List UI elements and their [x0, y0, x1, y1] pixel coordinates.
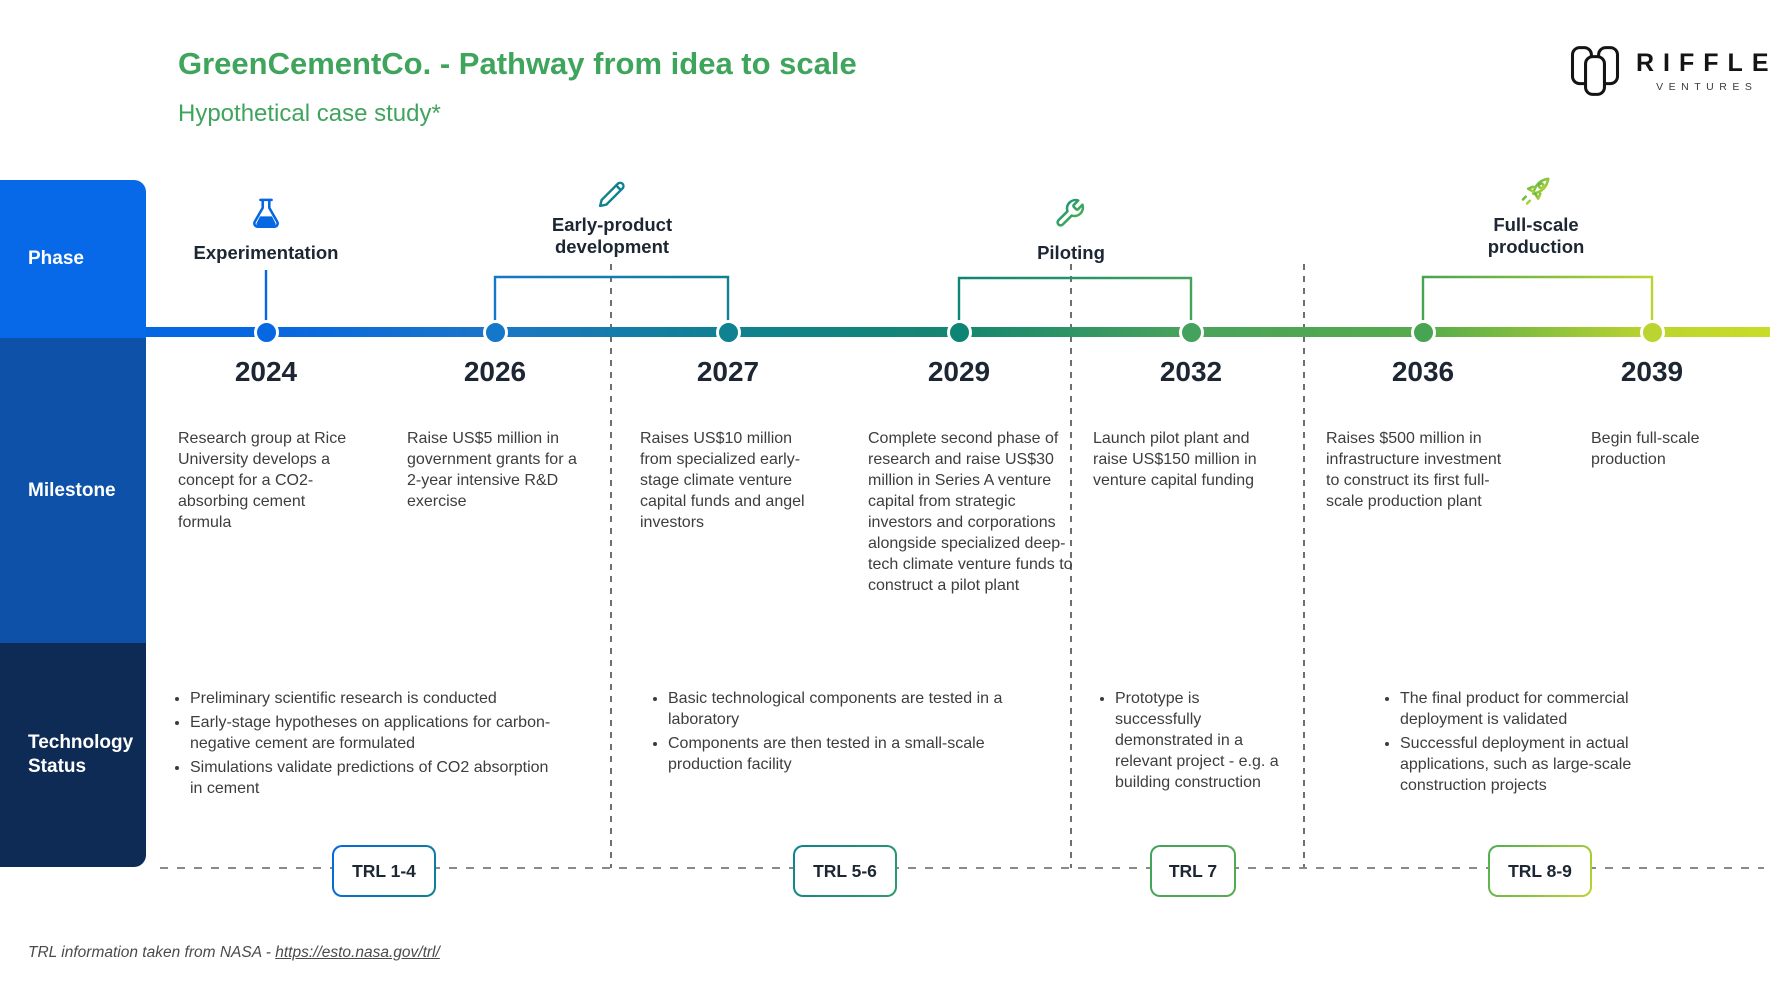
tech-status-column-early-product: Basic technological components are teste… [648, 688, 1033, 778]
year-label: 2039 [1620, 356, 1684, 387]
page-title: GreenCementCo. - Pathway from idea to sc… [178, 46, 857, 81]
year-label: 2024 [234, 356, 298, 387]
trl-dashed-baseline [160, 867, 1764, 869]
tech-status-column-piloting: Prototype is successfully demonstrated i… [1095, 688, 1280, 796]
sidebar-phase-label: Phase [28, 248, 84, 270]
tech-status-bullet: Simulations validate predictions of CO2 … [190, 757, 555, 799]
section-divider-dashed-line [1303, 264, 1305, 868]
tech-status-bullet: Early-stage hypotheses on applications f… [190, 712, 555, 754]
page-subtitle: Hypothetical case study* [178, 100, 441, 127]
riffle-ventures-logo: RIFFLE VENTURES [1568, 42, 1770, 100]
sidebar-row-phase: Phase [0, 180, 146, 338]
timeline-dot-2024 [254, 320, 279, 345]
milestone-text-2029: Complete second phase of research and ra… [868, 430, 1073, 594]
milestone-text-2039: Begin full-scale production [1591, 430, 1700, 468]
phase-label-experimentation: Experimentation [193, 242, 339, 263]
footnote-text: TRL information taken from NASA - [28, 944, 276, 961]
rocket-icon [1519, 172, 1555, 208]
footnote: TRL information taken from NASA - https:… [28, 944, 440, 962]
phase-connector-lines [264, 270, 1654, 325]
section-divider-dashed-line [1070, 264, 1072, 868]
trl-badge-8-9: TRL 8-9 [1488, 845, 1592, 897]
year-label: 2026 [463, 356, 527, 387]
timeline-dot-2032 [1179, 320, 1204, 345]
wrench-icon [1053, 196, 1087, 230]
milestone-text-2036: Raises $500 million in infrastructure in… [1326, 430, 1502, 510]
milestone-text-2024: Research group at Rice University develo… [178, 430, 347, 531]
year-label: 2032 [1159, 356, 1223, 387]
pencil-icon [595, 177, 629, 211]
phase-label-early-product-development: Early-product development [551, 214, 673, 257]
sidebar-tech-label: Technology Status [28, 732, 134, 777]
trl-badge-1-4: TRL 1-4 [332, 845, 436, 897]
tech-status-column-experimentation: Preliminary scientific research is condu… [170, 688, 555, 802]
flask-icon [248, 196, 284, 232]
tech-status-column-full-scale: The final product for commercial deploym… [1380, 688, 1670, 799]
year-label: 2036 [1391, 356, 1455, 387]
timeline-dot-2039 [1640, 320, 1665, 345]
milestone-text-2026: Raise US$5 million in government grants … [407, 430, 577, 510]
tech-status-bullet: Prototype is successfully demonstrated i… [1115, 688, 1280, 793]
tech-status-bullet: Preliminary scientific research is condu… [190, 688, 555, 709]
trl-badge-5-6: TRL 5-6 [793, 845, 897, 897]
tech-status-bullet: Components are then tested in a small-sc… [668, 733, 1033, 775]
phase-label-piloting: Piloting [1037, 242, 1105, 263]
milestone-text-2032: Launch pilot plant and raise US$150 mill… [1093, 430, 1257, 489]
logo-sub-brand-text: VENTURES [1656, 81, 1758, 93]
timeline-dot-2027 [716, 320, 741, 345]
section-divider-dashed-line [610, 264, 612, 868]
timeline-dot-2026 [483, 320, 508, 345]
year-label: 2029 [927, 356, 991, 387]
sidebar-milestone-label: Milestone [28, 479, 116, 501]
milestone-text-2027: Raises US$10 million from specialized ea… [640, 430, 805, 531]
timeline-dot-2036 [1411, 320, 1436, 345]
phase-label-full-scale-production: Full-scale production [1487, 214, 1585, 257]
riffle-cards-icon [1568, 42, 1622, 100]
logo-brand-text: RIFFLE [1636, 49, 1770, 77]
timeline-dot-2029 [947, 320, 972, 345]
year-label: 2027 [696, 356, 760, 387]
tech-status-bullet: The final product for commercial deploym… [1400, 688, 1670, 730]
sidebar-row-milestone: Milestone [0, 338, 146, 643]
tech-status-bullet: Basic technological components are teste… [668, 688, 1033, 730]
footnote-link[interactable]: https://esto.nasa.gov/trl/ [275, 944, 440, 961]
trl-badge-7: TRL 7 [1150, 845, 1236, 897]
sidebar-row-technology-status: Technology Status [0, 643, 146, 867]
tech-status-bullet: Successful deployment in actual applicat… [1400, 733, 1670, 796]
